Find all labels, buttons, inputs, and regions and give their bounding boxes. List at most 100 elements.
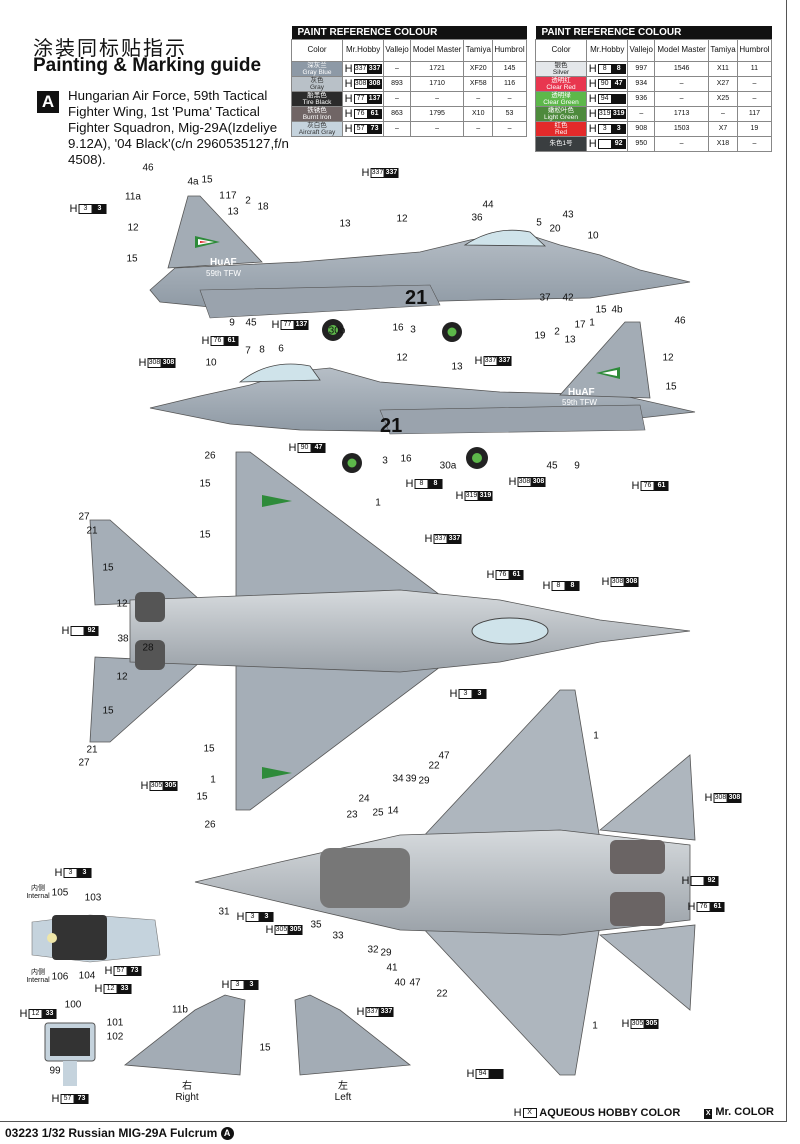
kit-code: 03223 1/32 Russian MIG-29A Fulcrum — [5, 1126, 218, 1140]
mr-color-number: 137 — [367, 93, 382, 104]
canopy — [238, 363, 321, 383]
h-prefix: H — [201, 335, 210, 347]
callout-number: 16 — [392, 322, 404, 334]
h-prefix: H — [265, 924, 274, 936]
aqueous-number: 305 — [149, 781, 164, 791]
callout-number: 7 — [245, 345, 251, 357]
callout-number: 36 — [471, 212, 483, 224]
callout-number: 17 — [225, 190, 237, 202]
aqueous-number: 90 — [597, 78, 612, 89]
aqueous-number: 57 — [353, 123, 368, 134]
side-view-right: HuAF 59th TFW 21 — [149, 195, 691, 342]
h-prefix: H — [61, 625, 70, 637]
h-prefix: H — [361, 167, 370, 179]
mr-color-number: 3 — [77, 868, 92, 878]
callout-number: 15 — [199, 529, 211, 541]
callout-number: 12 — [396, 213, 408, 225]
callout-number: 5 — [536, 217, 542, 229]
callout-number: 31 — [218, 906, 230, 918]
mr-color-number: 308 — [531, 477, 546, 487]
h-prefix: H — [588, 122, 597, 135]
callout-number: 41 — [386, 962, 398, 974]
callout-number: 23 — [346, 809, 358, 821]
mr-color-number: 305 — [644, 1019, 659, 1029]
callout-number: 30a — [439, 460, 457, 472]
color-name-en: Red — [555, 128, 567, 136]
h-prefix: H — [508, 476, 517, 488]
callout-number: 12 — [127, 222, 139, 234]
h-prefix: H — [474, 355, 483, 367]
callout-number: 17 — [574, 319, 586, 331]
aqueous-number: 305 — [630, 1019, 645, 1029]
h-prefix: H — [631, 480, 640, 492]
h-prefix: H — [288, 442, 297, 454]
mr-color-number: 73 — [74, 1094, 89, 1104]
aqueous-number: 319 — [597, 108, 612, 119]
h-prefix: H — [542, 580, 551, 592]
aircraft-marking: 59th TFW — [562, 398, 597, 407]
legend-mr-color-label: Mr. COLOR — [715, 1106, 774, 1118]
callout-number: 15 — [102, 705, 114, 717]
side-view-left: HuAF 59th TFW 21 — [149, 321, 696, 473]
callout-number: 13 — [227, 206, 239, 218]
callout-number: 22 — [436, 988, 448, 1000]
internal-label-en: Internal — [26, 977, 50, 984]
mr-color-number: 337 — [384, 168, 399, 178]
callout-number: 13 — [451, 361, 463, 373]
canopy — [471, 617, 549, 645]
h-prefix: H — [69, 203, 78, 215]
aqueous-number: 77 — [280, 320, 295, 330]
callout-number: 18 — [257, 201, 269, 213]
mr-color-number: 92 — [611, 138, 626, 149]
aqueous-number: 3 — [78, 204, 93, 214]
color-name-en: Clear Green — [543, 98, 579, 106]
mr-color-number: 3 — [472, 689, 487, 699]
mr-color-number: 61 — [509, 570, 524, 580]
callout-number: 106 — [51, 971, 69, 983]
column-header: Humbrol — [736, 38, 773, 62]
callout-number: 101 — [106, 1017, 124, 1029]
aqueous-number: 3 — [458, 689, 473, 699]
callout-number: 10 — [587, 230, 599, 242]
mr-color-number — [611, 93, 626, 104]
h-prefix: H — [405, 478, 414, 490]
callout-number: 104 — [78, 970, 96, 982]
h-prefix: H — [51, 1093, 60, 1105]
h-prefix: H — [513, 1106, 522, 1119]
aqueous-number: 76 — [495, 570, 510, 580]
mr-color-number: 3 — [92, 204, 107, 214]
aqueous-number: 94 — [597, 93, 612, 104]
aqueous-number — [70, 626, 85, 636]
aqueous-number: 337 — [365, 1007, 380, 1017]
vertical-tail — [559, 321, 651, 399]
column-header: Mr.Hobby — [341, 38, 385, 62]
callout-number: 13 — [564, 334, 576, 346]
aqueous-number: 90 — [297, 443, 312, 453]
model-master-cell: – — [654, 135, 710, 152]
color-name-en: Burnt Iron — [302, 113, 332, 121]
scheme-letter-icon: A — [220, 1127, 234, 1141]
mr-color-number: 92 — [704, 876, 719, 886]
mr-color-number: 308 — [161, 358, 176, 368]
color-name-en: Tire Black — [302, 98, 332, 106]
callout-number: 1 — [219, 190, 225, 202]
aqueous-number: 3 — [230, 980, 245, 990]
callout-number: 15 — [203, 743, 215, 755]
mr-color-number: 61 — [710, 902, 725, 912]
mr-color-number: 73 — [127, 966, 142, 976]
aqueous-number: 337 — [370, 168, 385, 178]
callout-number: 30b — [328, 325, 346, 337]
mr-color-number: 308 — [367, 78, 382, 89]
color-name-cn: 灰色 — [310, 76, 324, 84]
